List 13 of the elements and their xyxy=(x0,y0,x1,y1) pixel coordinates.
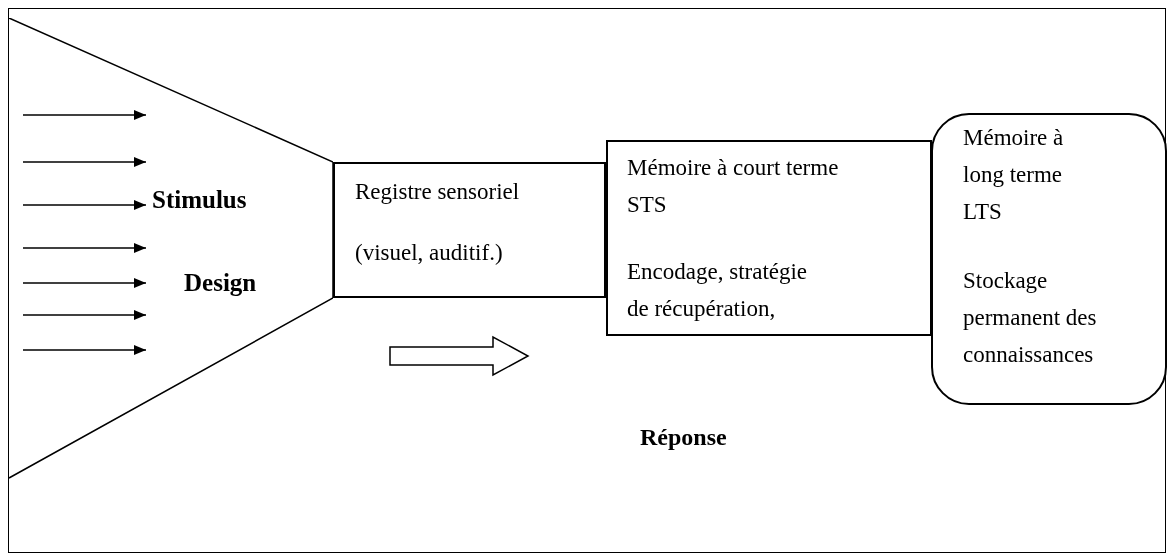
node-text: Mémoire à court terme STS xyxy=(627,154,840,219)
node-text: Stockage permanent des connaissances xyxy=(963,267,1098,369)
response-label: Réponse xyxy=(640,424,727,451)
node-text: (visuel, auditif.) xyxy=(355,239,504,267)
process-box xyxy=(606,140,932,336)
node-text: Design xyxy=(184,268,257,298)
node-text: Stimulus xyxy=(152,185,247,215)
funnel-shape xyxy=(8,18,333,479)
node-text: Registre sensoriel xyxy=(355,178,521,206)
rounded-box xyxy=(931,113,1167,405)
node-text: Mémoire à long terme LTS xyxy=(963,124,1065,226)
node-text: Encodage, stratégie de récupération, xyxy=(627,258,809,323)
process-box xyxy=(333,162,606,298)
